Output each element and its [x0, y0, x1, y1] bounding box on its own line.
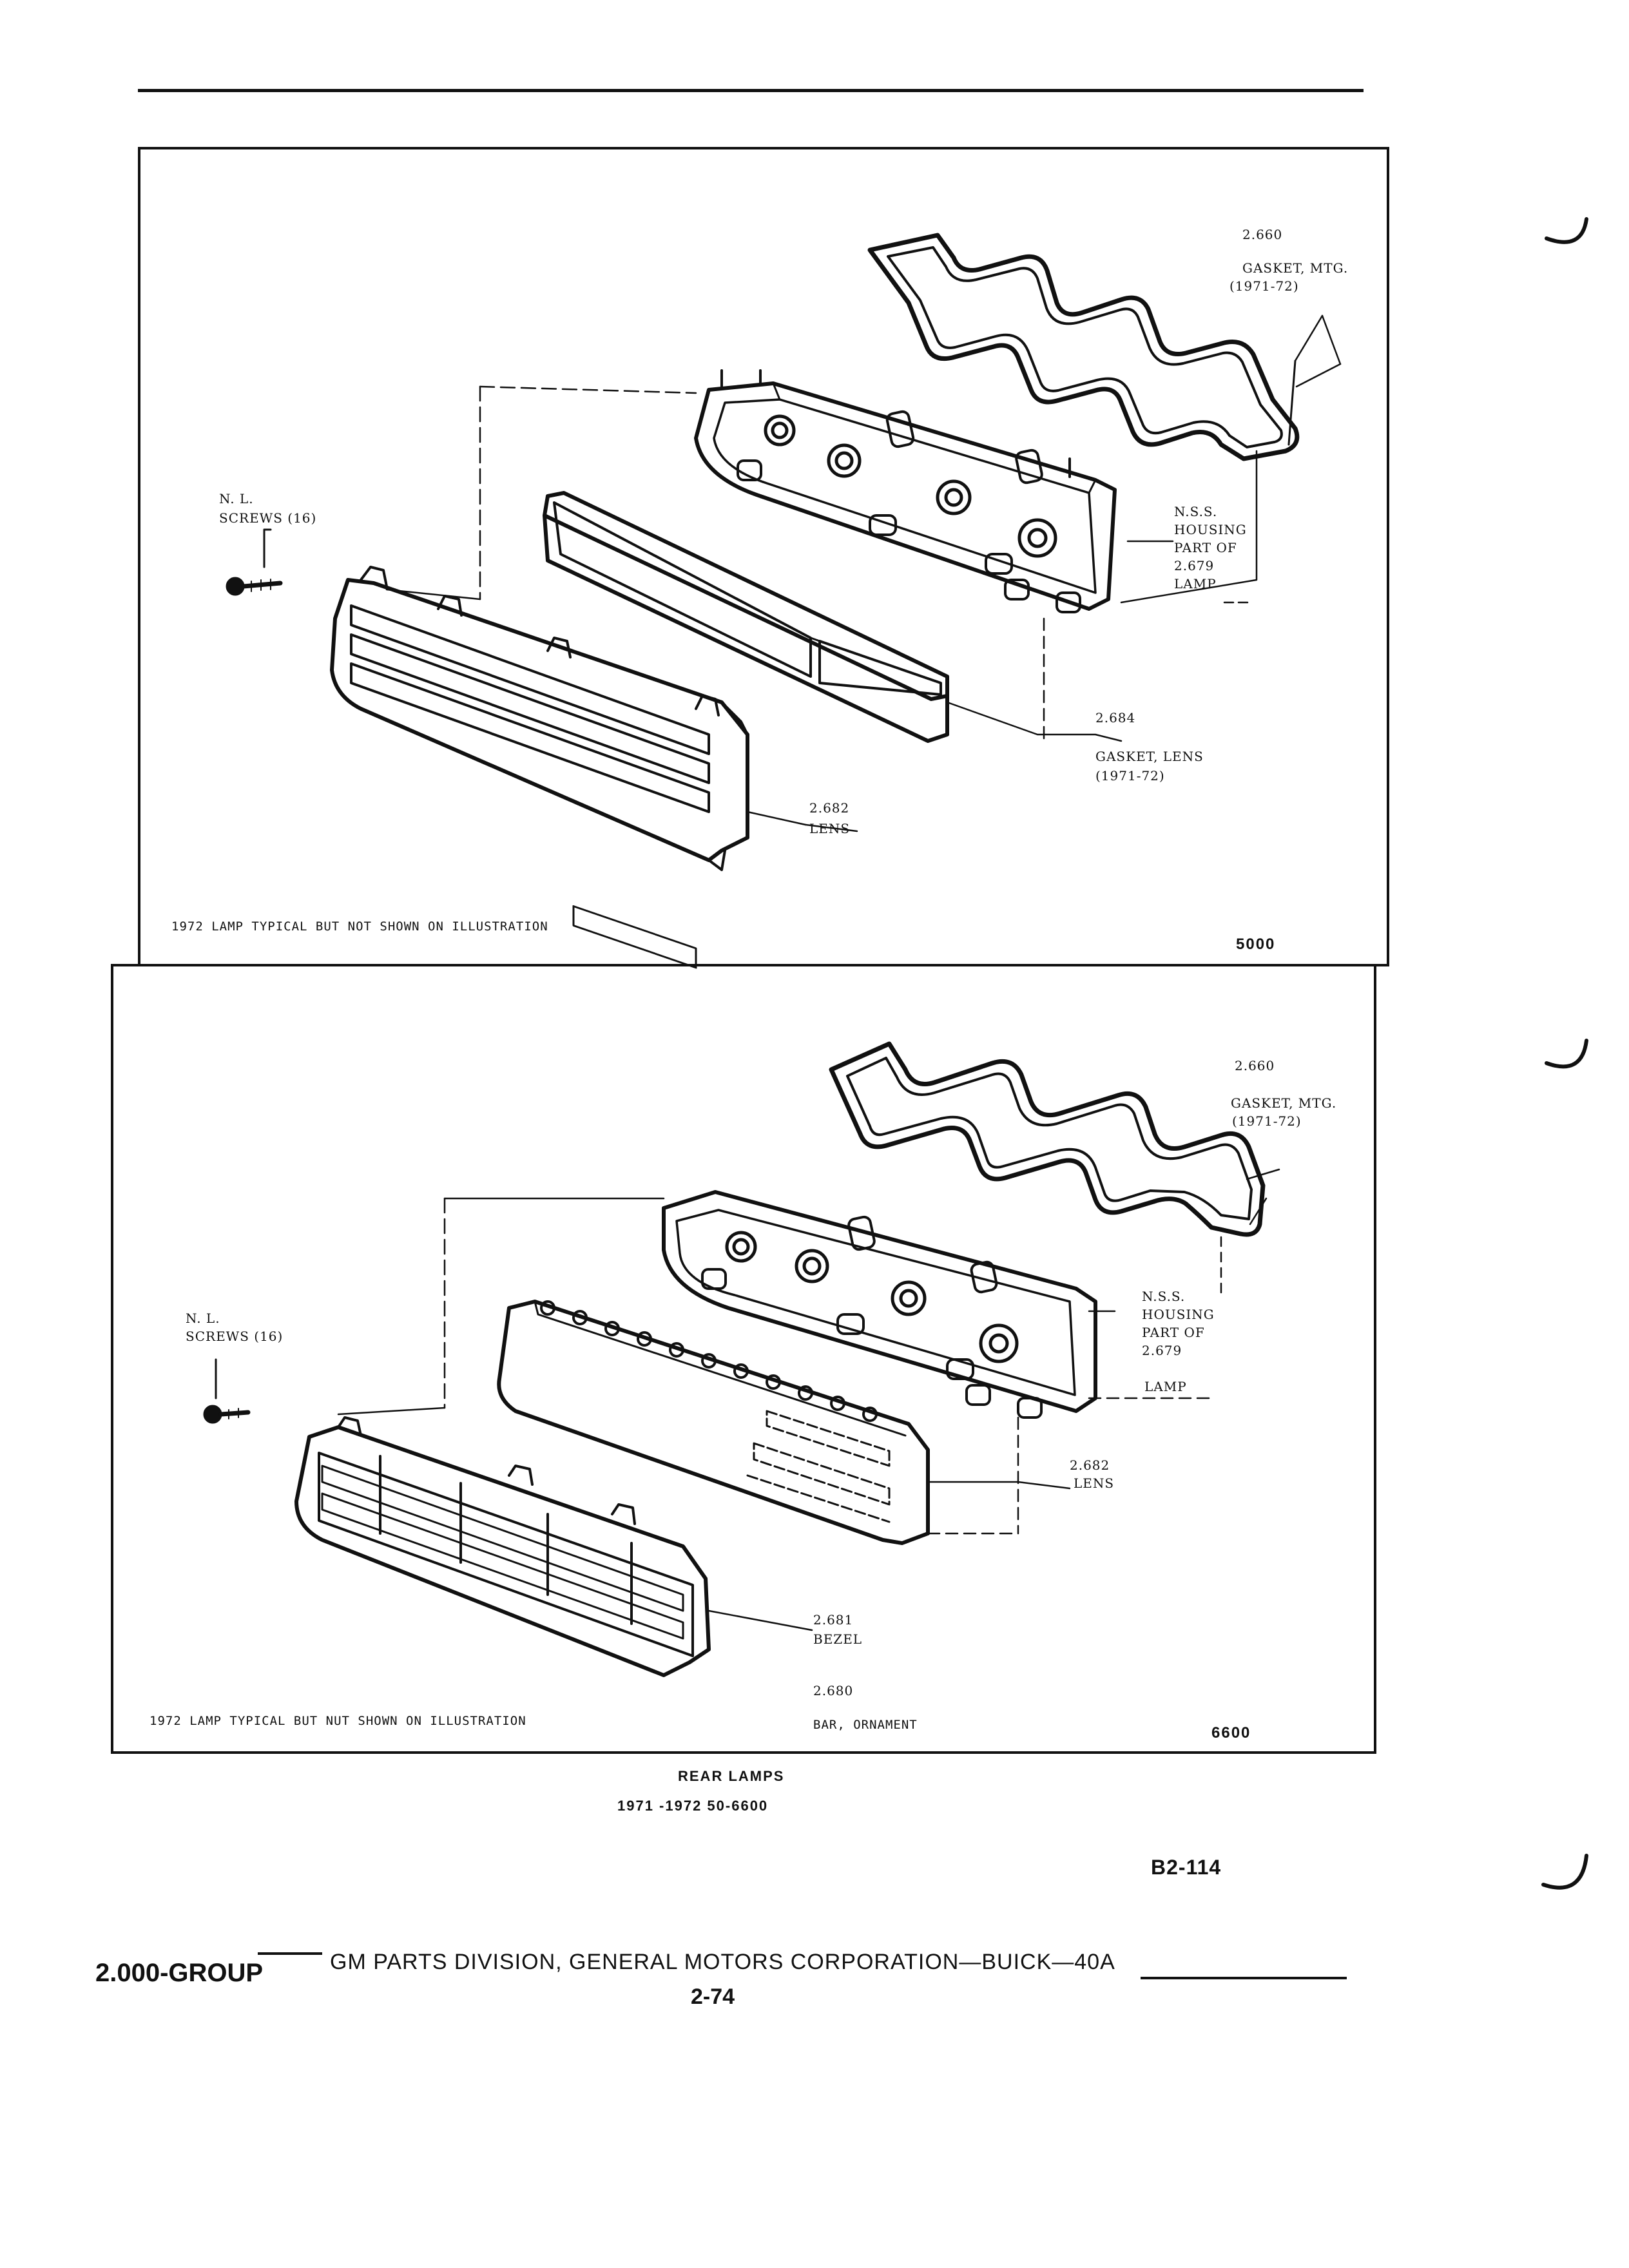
bottom-housing-name: HOUSING	[1142, 1307, 1215, 1322]
footer-page: 2-74	[691, 1984, 735, 2009]
top-series-code: 5000	[1236, 936, 1276, 953]
bottom-housing-part-of: PART OF	[1142, 1325, 1205, 1340]
bottom-gasket-mtg-num: 2.660	[1235, 1058, 1275, 1073]
top-housing-part-of: PART OF	[1174, 540, 1237, 555]
top-housing-num: 2.679	[1174, 558, 1215, 573]
bottom-lens-num: 2.682	[1070, 1457, 1110, 1473]
top-leader-lines	[385, 385, 1258, 832]
footer-rule-right	[1141, 1977, 1347, 1979]
bottom-bar-num: 2.680	[813, 1683, 854, 1698]
top-screws-name: SCREWS (16)	[219, 510, 317, 526]
top-lens-name: LENS	[809, 821, 851, 836]
top-lens-num: 2.682	[809, 800, 850, 816]
bottom-housing-drawing	[662, 1190, 1097, 1419]
bottom-screw-drawing	[203, 1358, 251, 1424]
top-housing-drawing	[694, 369, 1117, 613]
top-gasket-lens-drawing	[543, 491, 949, 743]
bottom-series-code: 6600	[1211, 1724, 1251, 1742]
bottom-gasket-mtg-name: GASKET, MTG.	[1231, 1095, 1337, 1111]
bottom-diagram-panel	[111, 964, 1376, 1754]
bottom-lens-name: LENS	[1074, 1475, 1115, 1491]
figure-title: REAR LAMPS	[678, 1768, 785, 1784]
top-housing-name: HOUSING	[1174, 522, 1247, 537]
bottom-housing-nss: N.S.S.	[1142, 1289, 1186, 1304]
binder-marks	[1541, 217, 1588, 1890]
figure-subtitle: 1971 -1972 50-6600	[617, 1798, 769, 1814]
bottom-leader-lines	[337, 1197, 1222, 1631]
figure-code: B2-114	[1151, 1856, 1222, 1879]
top-gasket-lens-years: (1971-72)	[1095, 768, 1165, 783]
top-housing-lamp: LAMP	[1174, 576, 1217, 591]
footer-rule-left	[258, 1952, 322, 1955]
bottom-bezel-name: BEZEL	[813, 1631, 863, 1647]
top-screw-drawing	[226, 528, 283, 596]
bottom-bezel-num: 2.681	[813, 1612, 854, 1628]
top-housing-nss: N.S.S.	[1174, 504, 1218, 519]
top-gasket-lens-name: GASKET, LENS	[1095, 749, 1204, 764]
header-rule	[138, 89, 1364, 92]
footer-group: 2.000-GROUP	[95, 1959, 264, 1987]
top-gasket-mtg-drawing	[867, 233, 1342, 461]
bottom-panel-caption: 1972 LAMP TYPICAL BUT NUT SHOWN ON ILLUS…	[149, 1714, 526, 1728]
bottom-bezel-drawing	[294, 1416, 711, 1677]
footer-division: GM PARTS DIVISION, GENERAL MOTORS CORPOR…	[330, 1950, 1115, 1974]
bottom-screws-nl: N. L.	[186, 1311, 220, 1326]
bottom-screws-name: SCREWS (16)	[186, 1329, 284, 1344]
top-gasket-mtg-years: (1971-72)	[1229, 278, 1299, 294]
top-gasket-mtg-name: GASKET, MTG.	[1242, 260, 1349, 276]
bottom-housing-num: 2.679	[1142, 1343, 1182, 1358]
top-gasket-lens-num: 2.684	[1095, 710, 1136, 726]
bottom-gasket-mtg-drawing	[829, 1041, 1280, 1237]
bottom-lens-drawing	[497, 1300, 930, 1545]
top-panel-caption: 1972 LAMP TYPICAL BUT NOT SHOWN ON ILLUS…	[171, 919, 548, 934]
top-lens-drawing	[330, 566, 749, 969]
bottom-bar-name: BAR, ORNAMENT	[813, 1718, 918, 1732]
bottom-housing-lamp: LAMP	[1144, 1379, 1187, 1394]
top-screws-nl: N. L.	[219, 491, 254, 506]
bottom-gasket-mtg-years: (1971-72)	[1232, 1113, 1302, 1129]
top-gasket-mtg-num: 2.660	[1242, 227, 1283, 242]
